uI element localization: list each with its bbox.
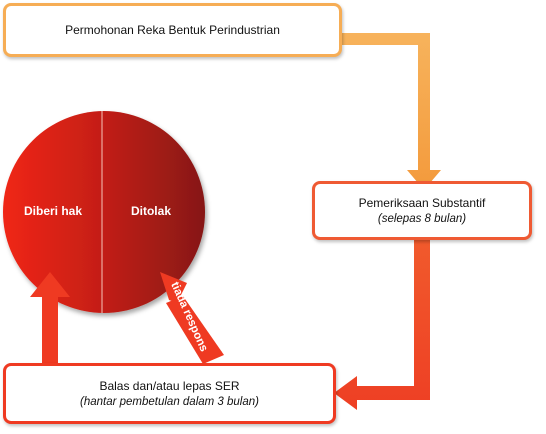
reply-subtitle: (hantar pembetulan dalam 3 bulan) — [79, 395, 259, 408]
arrow-reply-to-granted — [30, 272, 70, 363]
substantive-examination-box: Pemeriksaan Substantif (selepas 8 bulan) — [312, 181, 532, 240]
outcome-circle — [3, 111, 205, 313]
arrow-application-to-substantive — [342, 33, 441, 190]
reply-box: Balas dan/atau lepas SER (hantar pembetu… — [3, 363, 336, 424]
application-title: Permohonan Reka Bentuk Perindustrian — [65, 23, 280, 37]
granted-label: Diberi hak — [23, 204, 83, 218]
arrow-no-response-body — [166, 296, 224, 364]
substantive-examination-subtitle: (selepas 8 bulan) — [377, 212, 467, 225]
refused-label: Ditolak — [130, 204, 171, 218]
arrow-substantive-to-reply — [334, 240, 430, 410]
substantive-examination-title: Pemeriksaan Substantif — [358, 195, 486, 210]
reply-title: Balas dan/atau lepas SER — [99, 378, 240, 393]
arrow-reply-to-refused — [160, 272, 222, 358]
application-box: Permohonan Reka Bentuk Perindustrian — [3, 3, 342, 57]
